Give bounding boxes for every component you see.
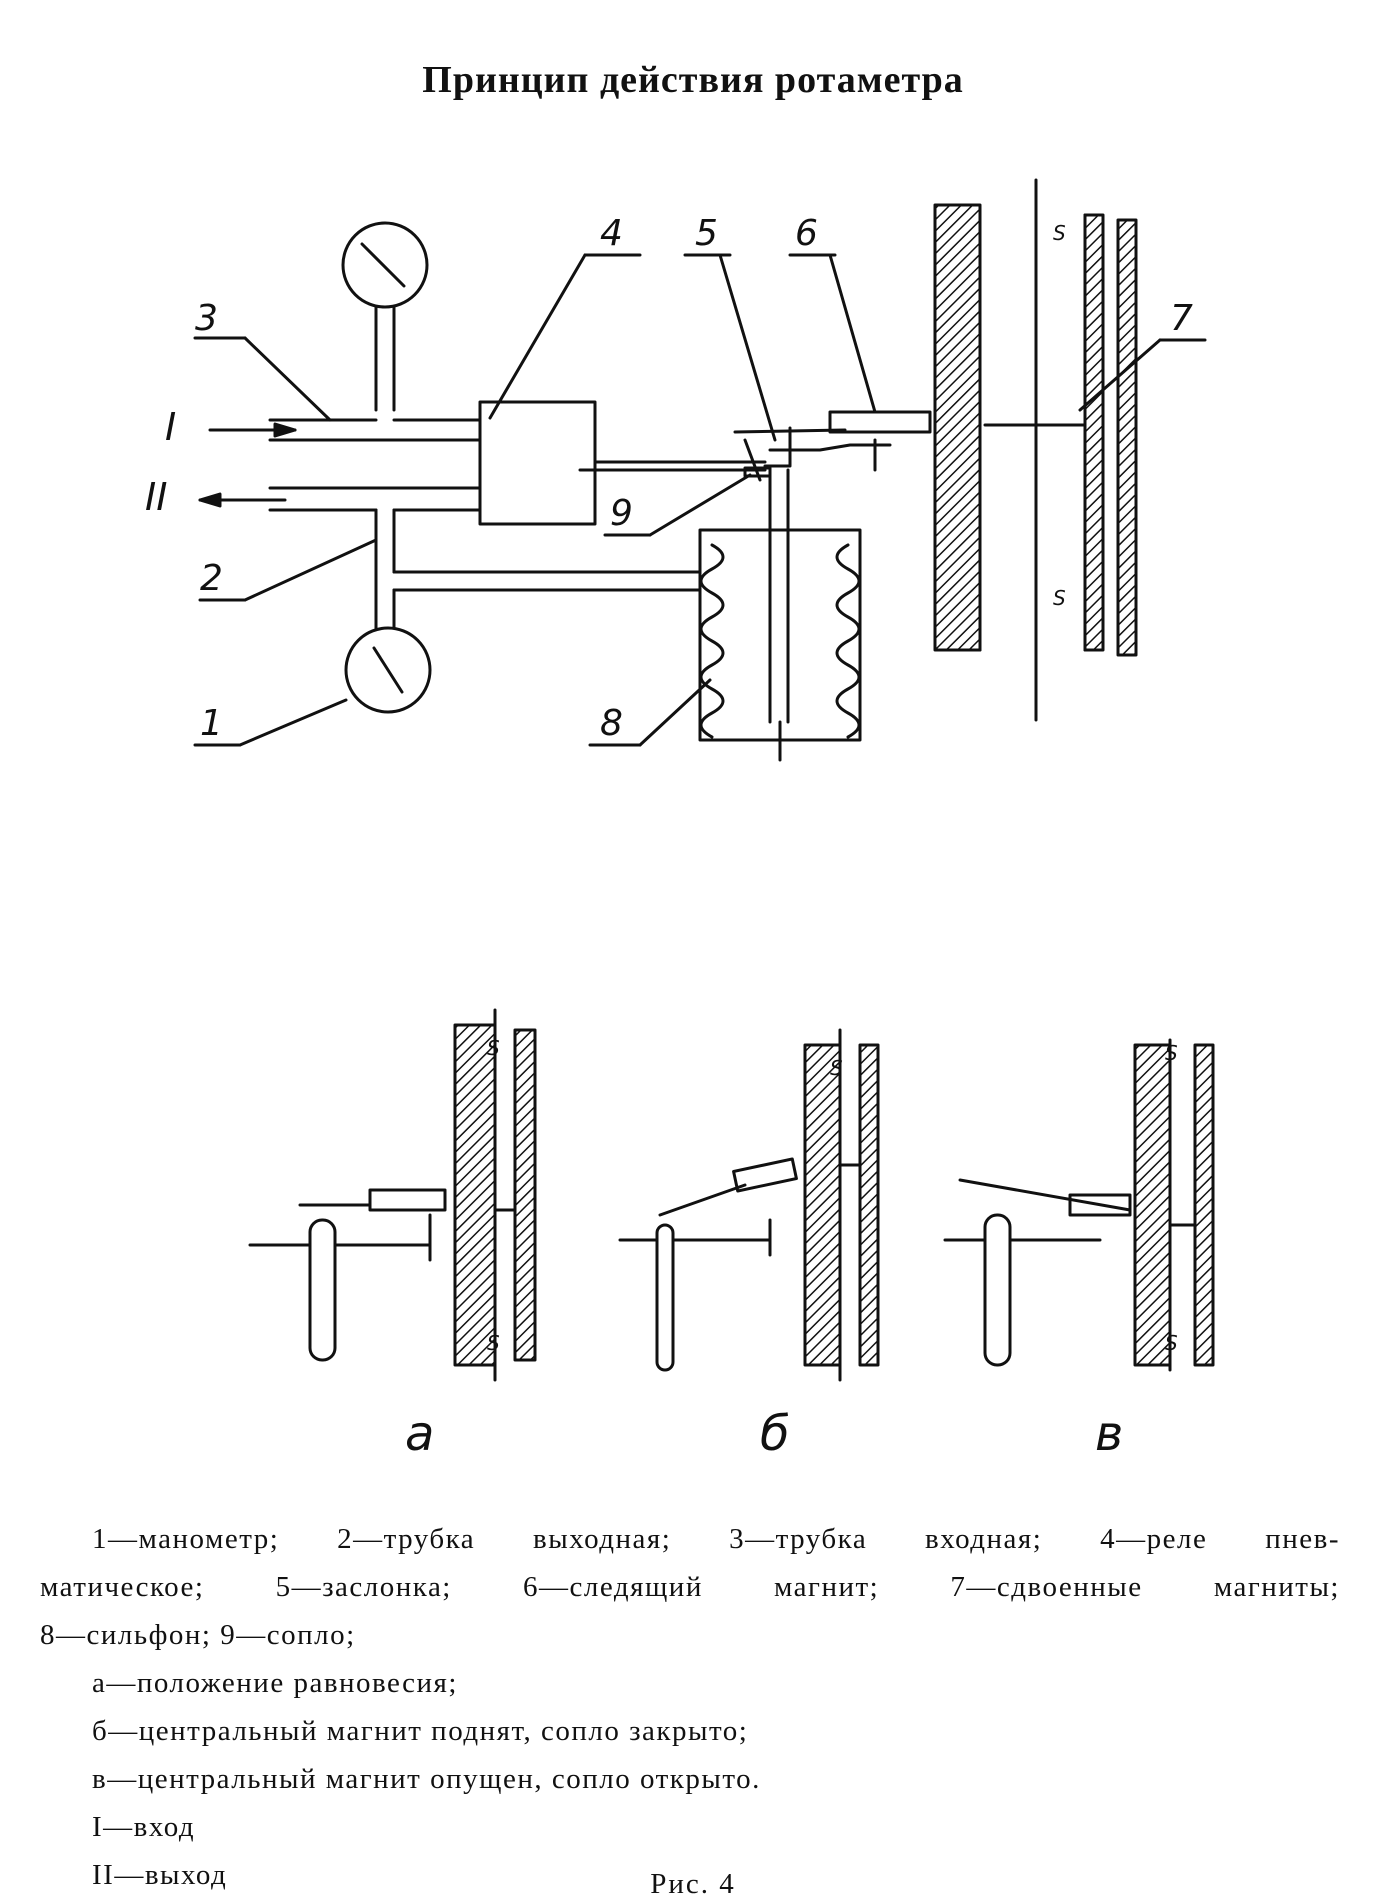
bellows: [698, 468, 862, 762]
pole-mark-top: S: [1053, 221, 1066, 245]
callout-5: 5: [695, 213, 718, 254]
legend-out: II—выход: [92, 1859, 228, 1891]
legend-a: а—положение равновесия;: [92, 1667, 458, 1699]
pole-mark-bottom: S: [1053, 586, 1066, 610]
legend-line-1: 1—манометр; 2—трубка выходная; 3—трубка …: [92, 1523, 1340, 1555]
callout-9: 9: [610, 493, 633, 534]
legend-line-2: матическое; 5—заслонка; 6—следящий магни…: [40, 1571, 1340, 1603]
upper-manometer: [341, 221, 429, 412]
flow-arrows: [198, 422, 297, 508]
callout-4: 4: [600, 213, 623, 254]
pole-mark-v-top: S: [1165, 1041, 1178, 1065]
nozzle: [578, 438, 792, 482]
subfigure-label-v: в: [1095, 1406, 1123, 1462]
callout-1: 1: [200, 703, 223, 744]
callout-7: 7: [1170, 298, 1193, 339]
magnet-column: [933, 178, 1138, 722]
legend-in: I—вход: [92, 1811, 196, 1843]
legend: 1—манометр; 2—трубка выходная; 3—трубка …: [40, 1515, 1340, 1899]
subfigure-labels: а б в: [405, 1406, 1123, 1462]
pole-mark-a-bottom: S: [487, 1331, 500, 1355]
flapper-and-magnet: [733, 410, 932, 472]
callout-3: 3: [195, 298, 218, 339]
leader-lines: [193, 253, 1207, 747]
callout-2: 2: [200, 558, 223, 599]
flow-label-out: II: [145, 475, 167, 519]
pneumatic-relay: [478, 400, 597, 526]
subfigure-label-b: б: [760, 1406, 790, 1462]
subfigure-a-drawing: [248, 1008, 537, 1382]
pole-mark-v-bottom: S: [1165, 1331, 1178, 1355]
legend-line-3: 8—сильфон; 9—сопло;: [40, 1619, 356, 1651]
magnet-pole-marks: S S S S S S S: [487, 221, 1178, 1355]
legend-v: в—центральный магнит опущен, сопло откры…: [92, 1763, 761, 1795]
tubes: [268, 418, 702, 630]
callout-6: 6: [795, 213, 818, 254]
rotameter-diagram: 3 4 5 6 7 9 2 1 8 I II S S S S S S S а б…: [145, 178, 1215, 1462]
pole-mark-a-top: S: [487, 1036, 500, 1060]
subfigure-b-drawing: [618, 1028, 880, 1382]
flow-label-in: I: [165, 405, 176, 449]
figure-caption: Рис. 4: [650, 1868, 736, 1900]
subfigure-v-drawing: [943, 1038, 1215, 1372]
lower-manometer: [344, 508, 432, 714]
callout-8: 8: [600, 703, 623, 744]
pole-mark-b-top: S: [830, 1056, 843, 1080]
page-title: Принцип действия ротаметра: [422, 59, 964, 101]
callout-labels: 3 4 5 6 7 9 2 1 8 I II: [145, 213, 1193, 744]
subfigure-label-a: а: [405, 1406, 434, 1462]
legend-b: б—центральный магнит поднят, сопло закры…: [92, 1715, 749, 1747]
